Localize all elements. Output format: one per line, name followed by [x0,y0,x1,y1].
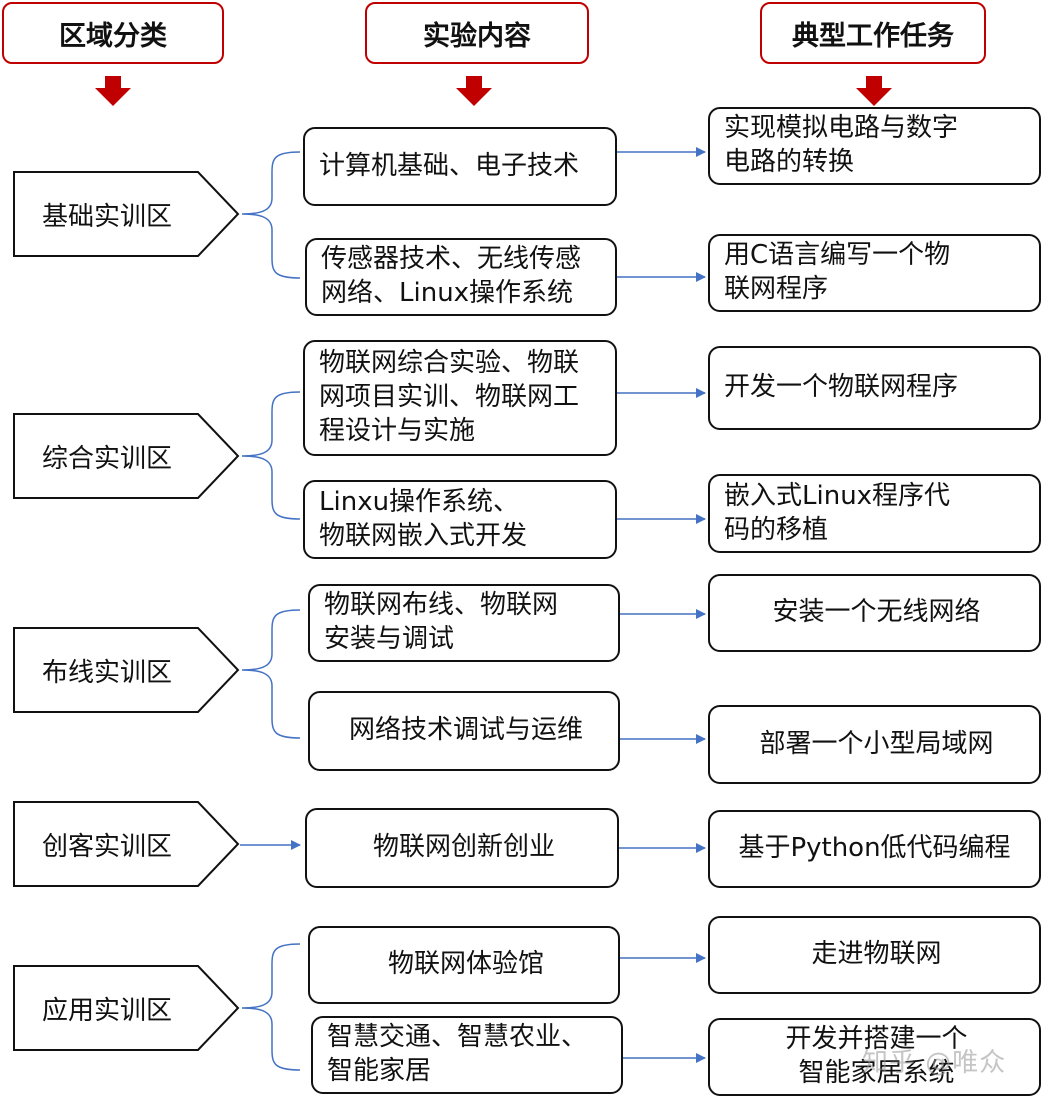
content-box: Linxu操作系统、 物联网嵌入式开发 [303,480,617,559]
bracket-connector [241,943,301,1071]
header-experiment-content: 实验内容 [365,2,589,64]
content-box: 物联网布线、物联网 安装与调试 [308,584,620,662]
zone-shape [13,171,240,257]
bracket-connector [241,609,301,739]
content-text: 网络技术调试与运维 [348,715,583,746]
content-box: 计算机基础、电子技术 [303,127,617,206]
zone-label-basic: 基础实训区 [42,201,173,232]
content-text: 物联网体验馆 [387,949,544,980]
task-box: 用C语言编写一个物 联网程序 [708,234,1041,312]
content-box: 物联网综合实验、物联 网项目实训、物联网工 程设计与实施 [303,340,617,456]
content-box: 智慧交通、智慧农业、 智能家居 [311,1016,623,1094]
task-text: 安装一个无线网络 [772,597,981,628]
bracket-connector [241,391,301,520]
task-text: 基于Python低代码编程 [738,833,1011,864]
zone-label-cabling: 布线实训区 [42,657,173,688]
zone-label-maker: 创客实训区 [42,831,173,862]
content-text: 物联网综合实验、物联 网项目实训、物联网工 程设计与实施 [319,348,580,446]
zone-shape [13,965,240,1051]
content-text: 传感器技术、无线传感 网络、Linux操作系统 [321,244,582,308]
task-text: 嵌入式Linux程序代 码的移植 [724,480,951,545]
task-box: 实现模拟电路与数字 电路的转换 [708,107,1041,185]
content-text: 物联网布线、物联网 安装与调试 [324,590,559,654]
down-arrow-icon [95,76,131,106]
bracket-connector [241,151,301,279]
task-box: 安装一个无线网络 [708,574,1041,652]
zone-shape [13,801,240,887]
content-box: 传感器技术、无线传感 网络、Linux操作系统 [305,238,617,316]
content-box: 网络技术调试与运维 [308,691,620,771]
zone-shape [13,627,240,713]
task-text: 走进物联网 [811,939,942,970]
content-box: 物联网创新创业 [305,808,619,888]
task-box: 走进物联网 [708,916,1041,994]
content-box: 物联网体验馆 [308,926,620,1004]
task-box: 开发一个物联网程序 [708,346,1041,430]
down-arrow-icon [856,76,892,106]
task-text: 部署一个小型局域网 [759,728,994,759]
down-arrow-icon [456,76,492,106]
task-text: 用C语言编写一个物 联网程序 [724,240,951,304]
zone-label-application: 应用实训区 [42,995,173,1026]
content-text: Linxu操作系统、 物联网嵌入式开发 [319,486,528,551]
task-box: 开发并搭建一个 智能家居系统 [708,1018,1041,1096]
task-text: 开发并搭建一个 智能家居系统 [785,1024,968,1088]
task-box: 基于Python低代码编程 [708,810,1041,888]
content-text: 计算机基础、电子技术 [319,150,580,181]
task-text: 开发一个物联网程序 [724,372,959,403]
watermark: 知乎 @唯众 [862,1048,1007,1078]
zone-shape [13,413,240,499]
content-text: 智慧交通、智慧农业、 智能家居 [327,1022,588,1086]
zone-label-comprehensive: 综合实训区 [42,443,173,474]
content-text: 物联网创新创业 [372,832,555,863]
header-zone-category: 区域分类 [2,2,224,64]
task-box: 嵌入式Linux程序代 码的移植 [708,474,1041,553]
task-box: 部署一个小型局域网 [708,705,1041,784]
header-typical-tasks: 典型工作任务 [760,2,986,64]
task-text: 实现模拟电路与数字 电路的转换 [724,113,959,177]
